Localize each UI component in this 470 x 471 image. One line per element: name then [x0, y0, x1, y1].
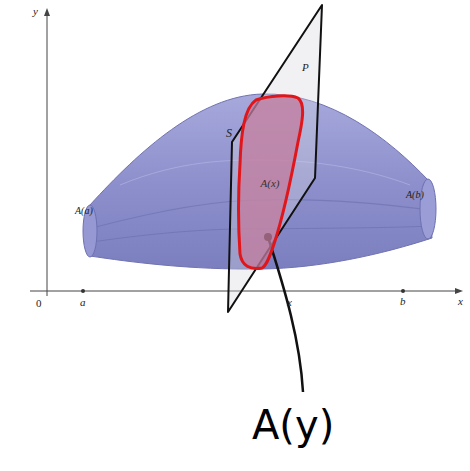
- axis-label: y: [33, 6, 38, 17]
- axis-label: x: [458, 296, 463, 307]
- solid-label: S: [226, 127, 232, 139]
- solid-body: [90, 94, 432, 269]
- plane-label: P: [302, 62, 309, 73]
- end-section: [420, 179, 436, 239]
- y-arrow: [44, 8, 50, 16]
- tick-label: x: [287, 297, 292, 308]
- y-axis: [47, 12, 48, 296]
- tick-dot: [81, 289, 85, 293]
- tick-dot: [401, 289, 405, 293]
- leader-line: [268, 237, 303, 392]
- end-area-label: A(a): [75, 206, 93, 216]
- x-axis: [30, 291, 458, 292]
- tick-label: b: [400, 296, 406, 307]
- area-label: A(x): [234, 94, 306, 189]
- tick-label: a: [80, 297, 86, 308]
- handwritten-label: A(y): [252, 405, 334, 445]
- x-arrow: [455, 288, 463, 294]
- cutting-plane: [228, 5, 322, 312]
- end-area-label: A(b): [406, 190, 424, 200]
- origin-label: 0: [36, 298, 42, 309]
- cross-section: A(x): [234, 94, 306, 272]
